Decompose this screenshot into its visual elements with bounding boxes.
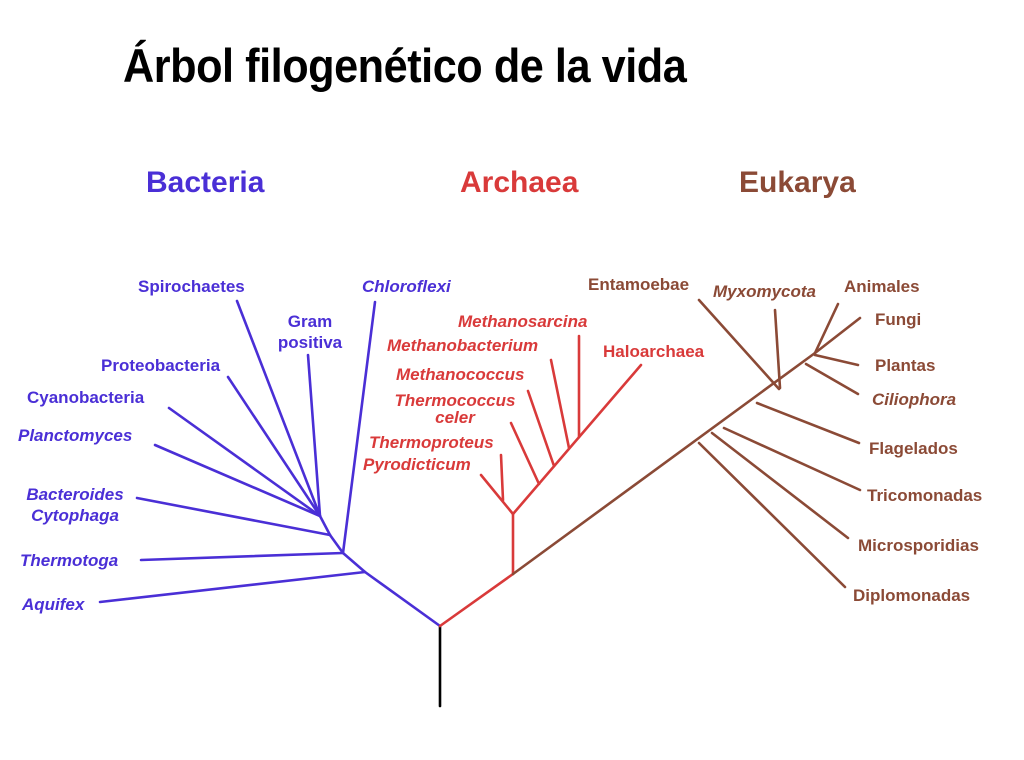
branch-gram-positiva (306, 353, 322, 518)
taxon-label-pyrodicticum: Pyrodicticum (363, 455, 471, 474)
branch-cyanobacteria (167, 406, 322, 518)
taxon-label-planctomyces: Planctomyces (18, 426, 133, 445)
bacteria-trunk-2 (341, 551, 367, 574)
branch-thermococcus (509, 421, 541, 486)
taxon-label-microsporidias: Microsporidias (858, 536, 979, 555)
taxon-label-cyanobacteria: Cyanobacteria (27, 388, 145, 407)
branch-methanococcus (526, 389, 556, 468)
taxon-label-bacteroides-cytophaga: Bacteroides Cytophaga (26, 485, 124, 525)
branch-diplomonadas (697, 441, 847, 589)
taxon-label-animales: Animales (844, 277, 920, 296)
eukarya-trunk (511, 351, 817, 576)
taxon-label-methanobacterium: Methanobacterium (387, 336, 539, 355)
branch-proteobacteria (226, 375, 322, 518)
branch-planctomyces (153, 443, 322, 518)
bacteria-trunk-3 (328, 533, 345, 555)
branch-bacteroides (135, 496, 332, 537)
taxon-label-spirochaetes: Spirochaetes (138, 277, 245, 296)
taxon-label-proteobacteria: Proteobacteria (101, 356, 221, 375)
taxon-label-methanosarcina: Methanosarcina (458, 312, 588, 331)
branch-thermotoga (139, 551, 345, 562)
branch-aquifex (98, 570, 367, 604)
taxon-label-fungi: Fungi (875, 310, 922, 329)
taxon-label-plantas: Plantas (875, 356, 936, 375)
branch-ciliophora (804, 362, 860, 396)
branch-tricomonadas (722, 426, 862, 492)
branch-methanobacterium (549, 358, 571, 450)
taxon-label-tricomonadas: Tricomonadas (867, 486, 983, 505)
taxon-label-methanococcus: Methanococcus (396, 365, 525, 384)
taxon-label-thermotoga: Thermotoga (20, 551, 119, 570)
taxon-label-flagelados: Flagelados (869, 439, 958, 458)
branch-flagelados (755, 401, 861, 445)
domain-label-archaea: Archaea (460, 166, 579, 199)
taxon-label-thermococcus-celer: Thermococcus celer (394, 391, 516, 427)
bacteria-trunk-4 (318, 514, 332, 537)
taxon-label-aquifex: Aquifex (22, 595, 85, 614)
branch-animales (813, 302, 840, 355)
taxon-label-chloroflexi: Chloroflexi (362, 277, 451, 296)
branch-fungi (813, 316, 862, 355)
taxon-label-haloarchaea: Haloarchaea (603, 342, 705, 361)
branch-chloroflexi (341, 300, 377, 555)
taxon-label-thermoproteus: Thermoproteus (369, 433, 494, 452)
taxon-label-gram-positiva: Gram positiva (277, 312, 343, 352)
branch-entamoebae (697, 298, 781, 391)
taxon-label-entamoebae: Entamoebae (588, 275, 690, 294)
branch-thermoproteus (499, 453, 505, 502)
taxon-label-myxomycota: Myxomycota (713, 282, 816, 301)
domain-label-bacteria: Bacteria (146, 166, 265, 199)
branch-plantas (813, 353, 860, 367)
archaea-stem (438, 572, 515, 628)
taxon-label-diplomonadas: Diplomonadas (853, 586, 971, 605)
diagram-title: Árbol filogenético de la vida (123, 39, 687, 92)
taxon-label-ciliophora: Ciliophora (872, 390, 957, 409)
archaea-trunk (511, 363, 643, 516)
branch-pyrodicticum (479, 473, 515, 516)
branch-microsporidias (710, 431, 850, 540)
branch-myxomycota (773, 308, 782, 390)
branch-spirochaetes (235, 299, 322, 518)
domain-label-eukarya: Eukarya (739, 166, 856, 199)
bacteria-trunk (363, 570, 442, 628)
